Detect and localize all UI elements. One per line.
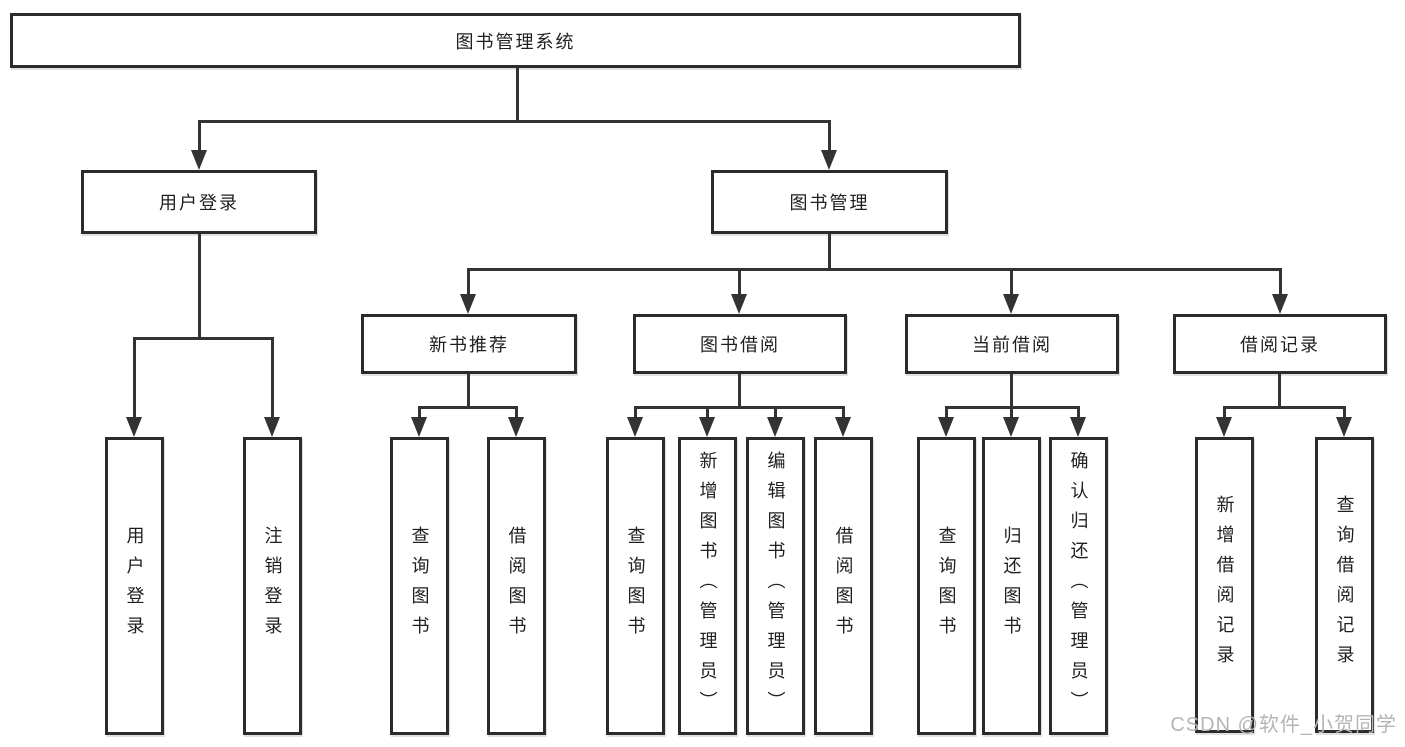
connector-leaf-drop <box>1343 406 1346 417</box>
connector-leaf-drop <box>1010 406 1013 417</box>
node-current-borrowing: 当前借阅 <box>905 314 1119 374</box>
arrow-down-icon <box>1003 417 1019 437</box>
connector-level2-hline <box>198 120 831 123</box>
arrow-down-icon <box>1003 294 1019 314</box>
node-root-label: 图书管理系统 <box>455 31 576 52</box>
arrow-down-icon <box>938 417 954 437</box>
connector-leaf-drop <box>1077 406 1080 417</box>
leaf-user-login: 用户登录 <box>105 437 164 735</box>
connector-level2-drop-right <box>828 120 831 150</box>
leaf-logout-label: 注销登录 <box>262 526 283 646</box>
node-borrowing-records: 借阅记录 <box>1173 314 1387 374</box>
connector-leaf-drop <box>634 406 637 417</box>
leaf-add-borrow-record: 新增借阅记录 <box>1195 437 1254 733</box>
connector-leaf-drop <box>515 406 518 417</box>
leaf-query-books-current: 查询图书 <box>917 437 976 735</box>
leaf-query-books-current-label: 查询图书 <box>936 526 957 646</box>
connector-userlogin-stem <box>198 234 201 337</box>
leaf-borrow-books-recommend: 借阅图书 <box>487 437 546 735</box>
node-current-borrowing-label: 当前借阅 <box>972 335 1052 355</box>
connector-bookmgmt-stem <box>828 234 831 268</box>
arrow-down-icon <box>1216 417 1232 437</box>
connector-level3-drop-2 <box>738 268 741 294</box>
connector-leaf-drop <box>706 406 709 417</box>
leaf-query-books-recommend: 查询图书 <box>390 437 449 735</box>
arrow-down-icon <box>264 417 280 437</box>
node-borrowing-records-label: 借阅记录 <box>1240 335 1320 355</box>
connector-borrow-stem <box>738 374 741 406</box>
arrow-down-icon <box>508 417 524 437</box>
node-root: 图书管理系统 <box>10 13 1021 68</box>
arrow-down-icon <box>126 417 142 437</box>
arrow-down-icon <box>767 417 783 437</box>
leaf-logout: 注销登录 <box>243 437 302 735</box>
connector-leaf-drop <box>418 406 421 417</box>
arrow-down-icon <box>191 150 207 170</box>
arrow-down-icon <box>835 417 851 437</box>
leaf-borrow-books-label: 借阅图书 <box>833 526 854 646</box>
leaf-add-books-admin-label: 新增图书（管理员） <box>697 451 718 721</box>
node-book-borrowing-label: 图书借阅 <box>700 335 780 355</box>
arrow-down-icon <box>1070 417 1086 437</box>
arrow-down-icon <box>627 417 643 437</box>
connector-leaf-drop <box>774 406 777 417</box>
leaf-user-login-label: 用户登录 <box>124 526 145 646</box>
node-book-borrowing: 图书借阅 <box>633 314 847 374</box>
connector-records-stem <box>1278 374 1281 406</box>
connector-current-stem <box>1010 374 1013 406</box>
leaf-confirm-return-admin-label: 确认归还（管理员） <box>1068 451 1089 721</box>
connector-userlogin-drop-left <box>133 337 136 417</box>
connector-level3-drop-4 <box>1279 268 1282 294</box>
node-book-management-branch-label: 图书管理 <box>789 193 870 213</box>
leaf-confirm-return-admin: 确认归还（管理员） <box>1049 437 1108 735</box>
leaf-query-borrow-record-label: 查询借阅记录 <box>1334 495 1355 675</box>
connector-level2-drop-left <box>198 120 201 150</box>
connector-leaf-drop <box>1223 406 1226 417</box>
leaf-return-books-label: 归还图书 <box>1001 526 1022 646</box>
arrow-down-icon <box>1336 417 1352 437</box>
connector-leaf-drop <box>945 406 948 417</box>
connector-borrow-hline <box>634 406 845 409</box>
leaf-query-books-borrow-label: 查询图书 <box>625 526 646 646</box>
leaf-edit-books-admin-label: 编辑图书（管理员） <box>765 451 786 721</box>
connector-root-stem <box>516 68 519 120</box>
connector-level3-hline <box>467 268 1282 271</box>
connector-userlogin-drop-right <box>271 337 274 417</box>
connector-level3-drop-1 <box>467 268 470 294</box>
node-new-book-recommend: 新书推荐 <box>361 314 577 374</box>
connector-newbook-stem <box>467 374 470 406</box>
node-book-management-branch: 图书管理 <box>711 170 948 234</box>
leaf-return-books: 归还图书 <box>982 437 1041 735</box>
arrow-down-icon <box>699 417 715 437</box>
arrow-down-icon <box>731 294 747 314</box>
node-new-book-recommend-label: 新书推荐 <box>429 335 509 355</box>
connector-leaf-drop <box>842 406 845 417</box>
arrow-down-icon <box>821 150 837 170</box>
node-user-login-branch: 用户登录 <box>81 170 317 234</box>
watermark: CSDN @软件_小贺同学 <box>1170 714 1397 736</box>
leaf-edit-books-admin: 编辑图书（管理员） <box>746 437 805 735</box>
leaf-query-books-borrow: 查询图书 <box>606 437 665 735</box>
connector-level3-drop-3 <box>1010 268 1013 294</box>
arrow-down-icon <box>460 294 476 314</box>
connector-newbook-hline <box>418 406 518 409</box>
leaf-borrow-books-recommend-label: 借阅图书 <box>506 526 527 646</box>
connector-userlogin-hline <box>133 337 274 340</box>
node-user-login-branch-label: 用户登录 <box>159 193 239 213</box>
arrow-down-icon <box>1272 294 1288 314</box>
arrow-down-icon <box>411 417 427 437</box>
leaf-add-borrow-record-label: 新增借阅记录 <box>1214 495 1235 675</box>
leaf-query-books-recommend-label: 查询图书 <box>409 526 430 646</box>
leaf-borrow-books: 借阅图书 <box>814 437 873 735</box>
leaf-query-borrow-record: 查询借阅记录 <box>1315 437 1374 733</box>
connector-records-hline <box>1223 406 1346 409</box>
leaf-add-books-admin: 新增图书（管理员） <box>678 437 737 735</box>
